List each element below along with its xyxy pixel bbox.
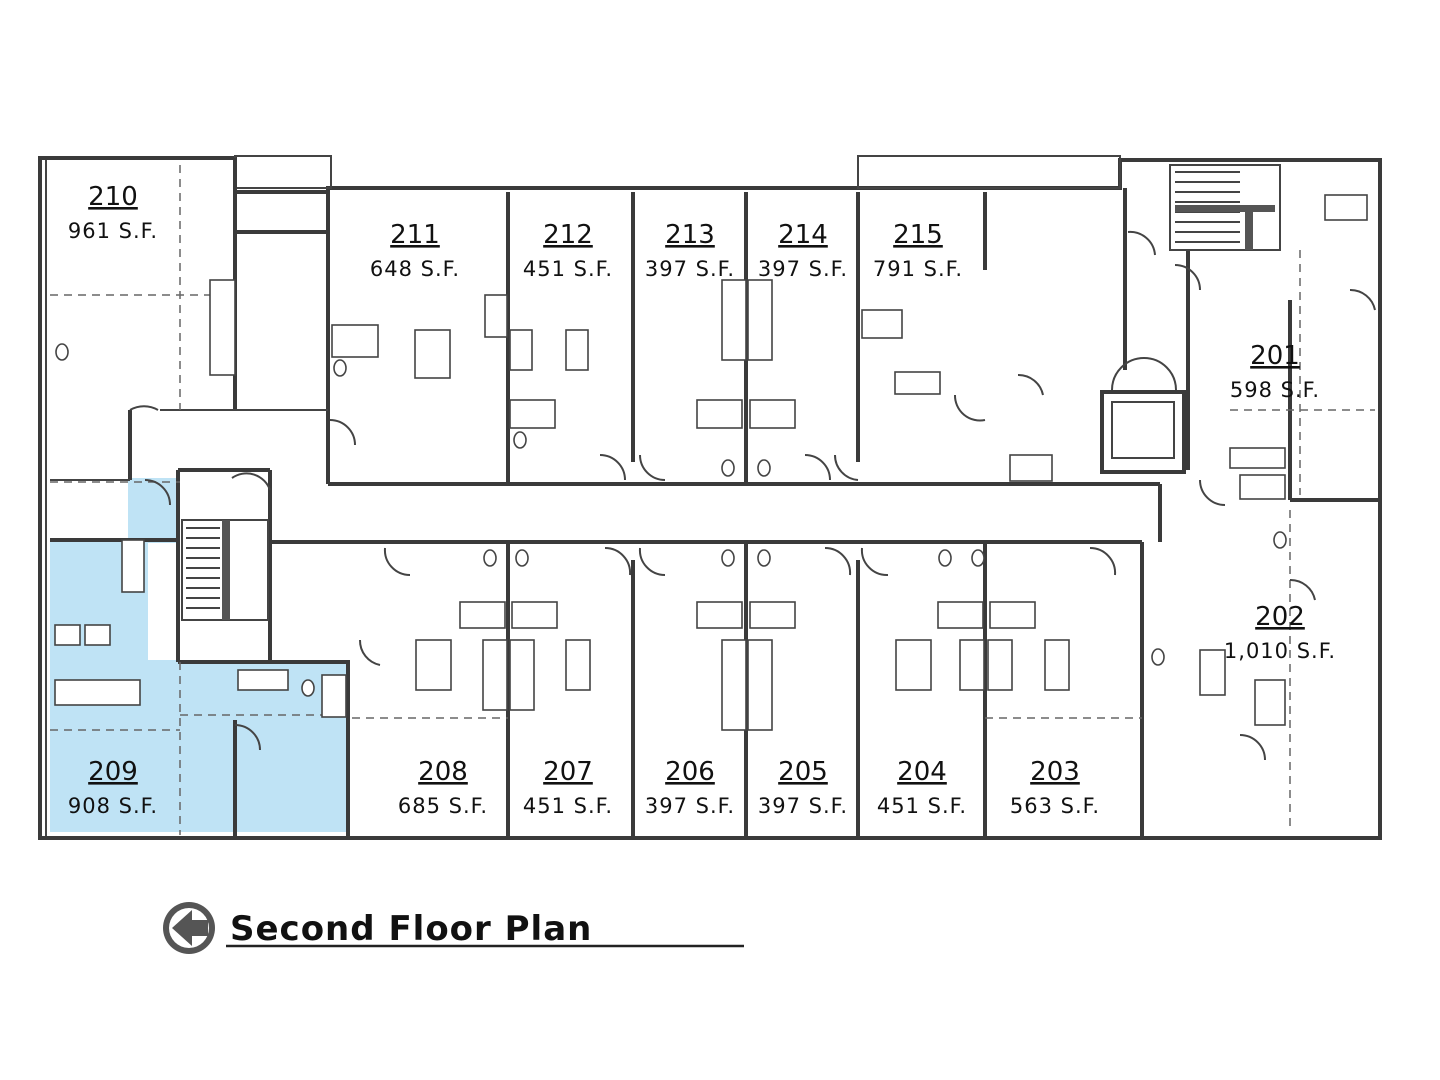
unit-number: 203	[1030, 757, 1080, 787]
unit-area: 451 S.F.	[523, 794, 613, 818]
plan-title: Second Floor Plan	[230, 909, 592, 949]
unit-201-label: 201 598 S.F.	[1230, 341, 1320, 402]
unit-208-label: 208 685 S.F.	[398, 757, 488, 818]
unit-number: 215	[893, 220, 943, 250]
unit-number: 206	[665, 757, 715, 787]
bath-fixtures	[55, 194, 1368, 718]
upper-partitions	[50, 158, 1292, 500]
unit-area: 685 S.F.	[398, 794, 488, 818]
unit-area: 397 S.F.	[645, 794, 735, 818]
stair-upper-right	[1169, 164, 1281, 251]
unit-number: 202	[1255, 602, 1305, 632]
unit-area: 598 S.F.	[1230, 378, 1320, 402]
unit-area: 451 S.F.	[523, 257, 613, 281]
unit-area: 397 S.F.	[758, 257, 848, 281]
unit-area: 648 S.F.	[370, 257, 460, 281]
unit-area: 397 S.F.	[758, 794, 848, 818]
unit-211-label: 211 648 S.F.	[370, 220, 460, 281]
dashed-lines	[50, 165, 1375, 835]
plan-title-block: Second Floor Plan	[163, 902, 744, 954]
unit-number: 204	[897, 757, 947, 787]
unit-215-label: 215 791 S.F.	[873, 220, 963, 281]
unit-area: 1,010 S.F.	[1224, 639, 1336, 663]
arrow-left-circle-icon	[163, 902, 215, 954]
unit-number: 214	[778, 220, 828, 250]
unit-213-label: 213 397 S.F.	[645, 220, 735, 281]
stair-lower-left	[181, 519, 269, 621]
unit-number: 212	[543, 220, 593, 250]
unit-202-label: 202 1,010 S.F.	[1224, 602, 1336, 663]
unit-area: 451 S.F.	[877, 794, 967, 818]
unit-area: 961 S.F.	[68, 219, 158, 243]
unit-number: 201	[1250, 341, 1300, 371]
unit-number: 213	[665, 220, 715, 250]
unit-210-label: 210 961 S.F.	[68, 182, 158, 243]
unit-206-label: 206 397 S.F.	[645, 757, 735, 818]
unit-area: 397 S.F.	[645, 257, 735, 281]
unit-number: 209	[88, 757, 138, 787]
unit-209-highlight-part2	[128, 478, 180, 543]
unit-205-label: 205 397 S.F.	[758, 757, 848, 818]
unit-area: 791 S.F.	[873, 257, 963, 281]
unit-number: 211	[390, 220, 440, 250]
unit-number: 207	[543, 757, 593, 787]
elevator	[1100, 357, 1186, 474]
unit-209-label: 209 908 S.F.	[68, 757, 158, 818]
unit-207-label: 207 451 S.F.	[523, 757, 613, 818]
unit-212-label: 212 451 S.F.	[523, 220, 613, 281]
corridor-walls	[128, 192, 1160, 544]
door-swings	[129, 230, 1376, 761]
unit-214-label: 214 397 S.F.	[758, 220, 848, 281]
unit-204-label: 204 451 S.F.	[877, 757, 967, 818]
unit-209-highlight	[50, 478, 180, 832]
unit-number: 205	[778, 757, 828, 787]
unit-203-label: 203 563 S.F.	[1010, 757, 1100, 818]
unit-area: 908 S.F.	[68, 794, 158, 818]
kitchen-counters	[54, 279, 1286, 731]
unit-number: 210	[88, 182, 138, 212]
unit-area: 563 S.F.	[1010, 794, 1100, 818]
unit-number: 208	[418, 757, 468, 787]
